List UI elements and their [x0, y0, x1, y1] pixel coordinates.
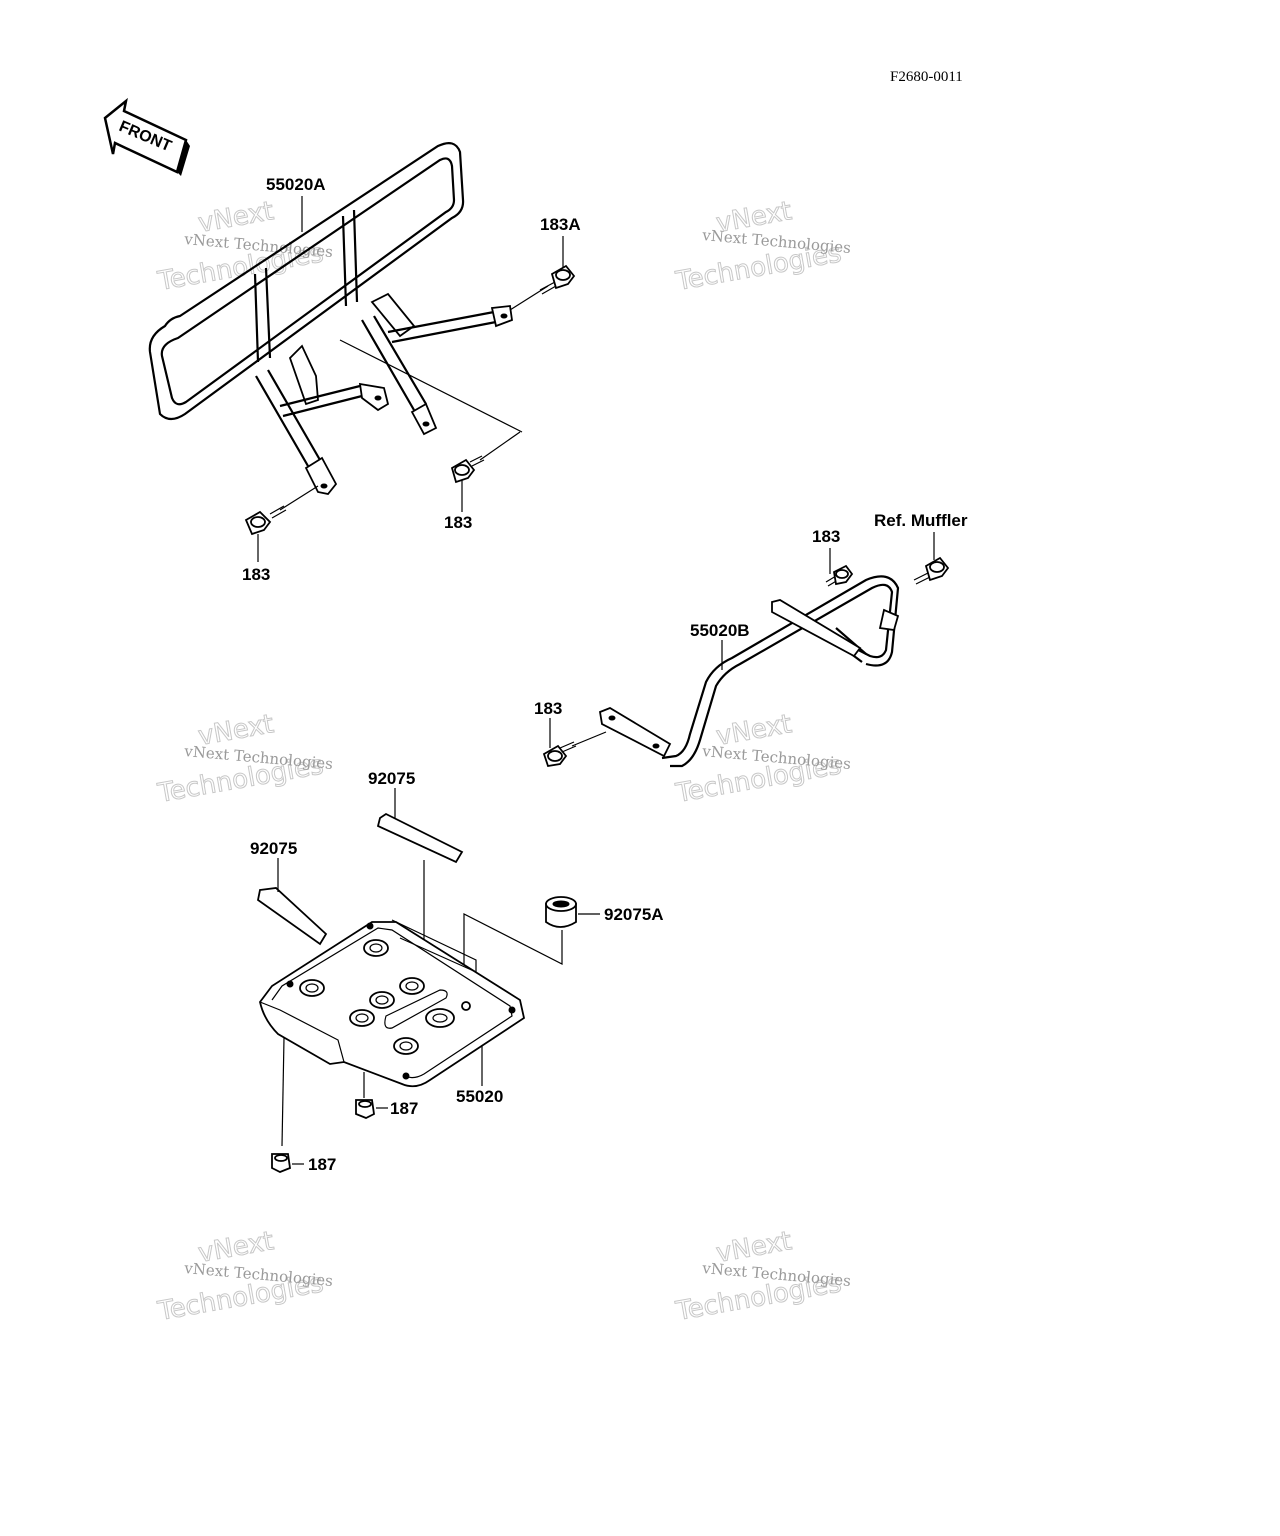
label-183-rear-left: 183	[534, 699, 562, 718]
label-187-upper: 187	[390, 1099, 418, 1118]
label-92075A: 92075A	[604, 905, 664, 924]
label-183-rear-top: 183	[812, 527, 840, 546]
label-92075-lower: 92075	[250, 839, 297, 858]
bolt-187-lower: 187	[271, 1037, 336, 1174]
drawing-number: F2680-0011	[890, 69, 963, 85]
bolt-183-left: 183	[242, 485, 319, 584]
pad-92075-lower: 92075	[250, 839, 328, 946]
rear-guard-55020B: 55020B	[598, 575, 900, 768]
bolt-183-rear-top: 183	[812, 527, 854, 587]
label-183-left: 183	[242, 565, 270, 584]
front-guard-55020A	[148, 141, 513, 495]
bolt-ref-muffler: Ref. Muffler	[874, 511, 968, 585]
front-arrow-icon: FRONT	[103, 97, 190, 176]
label-55020B: 55020B	[690, 621, 750, 640]
pad-92075-upper: 92075	[368, 769, 464, 864]
label-92075-upper: 92075	[368, 769, 415, 788]
label-55020: 55020	[456, 1087, 503, 1106]
watermark: vNext Technologies vNext Technologies vN…	[155, 196, 852, 1328]
bolt-183-center: 183	[339, 339, 523, 532]
damper-92075A: 92075A	[463, 896, 664, 1000]
label-183A: 183A	[540, 215, 581, 234]
bolt-187-upper: 187	[355, 1072, 418, 1119]
label-55020A: 55020A	[266, 175, 326, 194]
bolt-183A: 183A	[509, 215, 581, 311]
label-187-lower: 187	[308, 1155, 336, 1174]
label-183-center: 183	[444, 513, 472, 532]
label-ref-muffler: Ref. Muffler	[874, 511, 968, 530]
skid-plate-55020: 55020	[259, 860, 526, 1106]
bolt-183-rear-left: 183	[534, 699, 607, 768]
